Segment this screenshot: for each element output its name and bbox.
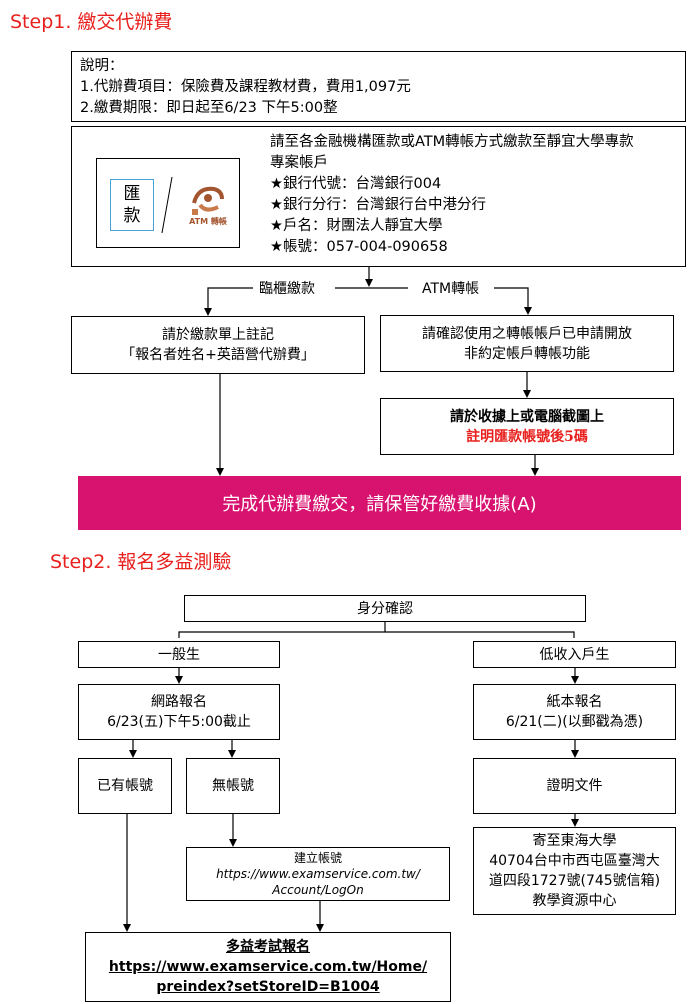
has-account-label: 已有帳號 (97, 778, 153, 794)
account-info-box: 匯款 ATM 轉帳 請至各金融機構匯款或ATM轉帳方式繳款至靜宜大學專款 專案帳… (71, 126, 686, 267)
identity-check-box: 身分確認 (184, 595, 586, 622)
branch-label-counter: 臨櫃繳款 (253, 279, 321, 299)
online-registration-box: 網路報名 6/23(五)下午5:00截止 (78, 684, 280, 740)
create-account-url[interactable]: https://www.examservice.com.tw/ (216, 867, 420, 881)
fee-notes-heading: 說明： (80, 58, 124, 74)
counter-payment-note: 請於繳款單上註記 「報名者姓名+英語營代辦費」 (71, 316, 365, 374)
account-instruction-cont: 專案帳戶 (270, 155, 328, 171)
bank-code: ★銀行代號：台灣銀行004 (270, 176, 442, 192)
mailing-address-line4: 教學資源中心 (532, 893, 617, 909)
no-account-box: 無帳號 (186, 758, 280, 814)
low-income-box: 低收入戶生 (473, 641, 676, 668)
atm-note-line2: 非約定帳戶轉帳功能 (464, 345, 590, 362)
atm-note-line1: 請確認使用之轉帳帳戶已申請開放 (422, 325, 632, 342)
payment-complete-text: 完成代辦費繳交，請保管好繳費收據(A) (222, 494, 537, 515)
online-registration-title: 網路報名 (151, 694, 207, 710)
account-holder: ★戶名：財團法人靜宜大學 (270, 218, 443, 234)
create-account-title: 建立帳號 (293, 851, 342, 865)
fee-notes-deadline: 2.繳費期限：即日起至6/23 下午5:00整 (80, 100, 338, 116)
proof-documents-box: 證明文件 (473, 758, 676, 814)
paper-registration-deadline: 6/21(二)(以郵戳為憑) (505, 714, 644, 730)
paper-registration-box: 紙本報名 6/21(二)(以郵戳為憑) (473, 684, 676, 740)
atm-payment-note: 請確認使用之轉帳帳戶已申請開放 非約定帳戶轉帳功能 (380, 315, 674, 372)
identity-check-label: 身分確認 (357, 600, 413, 617)
mailing-address-box: 寄至東海大學 40704台中市西屯區臺灣大 道四段1727號(745號信箱) 教… (473, 827, 676, 915)
create-account-url-cont[interactable]: Account/LogOn (272, 883, 364, 897)
atm-icon-label: ATM 轉帳 (189, 217, 227, 226)
toeic-registration-link[interactable]: https://www.examservice.com.tw/Home/ (108, 959, 428, 975)
create-account-box: 建立帳號 https://www.examservice.com.tw/ Acc… (186, 847, 450, 901)
mailing-address-line3: 道四段1727號(745號信箱) (488, 873, 661, 889)
mailing-address-line1: 寄至東海大學 (532, 833, 617, 849)
proof-documents-label: 證明文件 (546, 778, 603, 794)
account-details: 請至各金融機構匯款或ATM轉帳方式繳款至靜宜大學專款 專案帳戶 ★銀行代號：台灣… (270, 132, 684, 258)
account-instruction: 請至各金融機構匯款或ATM轉帳方式繳款至靜宜大學專款 (270, 134, 634, 150)
step2-title: Step2. 報名多益測驗 (50, 551, 232, 573)
counter-note-line1: 請於繳款單上註記 (162, 327, 274, 343)
receipt-note-line2: 註明匯款帳號後5碼 (466, 428, 588, 445)
atm-logo-icon (192, 186, 224, 215)
receipt-note: 請於收據上或電腦截圖上 註明匯款帳號後5碼 (380, 398, 674, 455)
mailing-address-line2: 40704台中市西屯區臺灣大 (489, 853, 660, 869)
payment-method-icons: 匯款 ATM 轉帳 (96, 158, 240, 248)
online-registration-deadline: 6/23(五)下午5:00截止 (107, 714, 251, 730)
account-number: ★帳號：057-004-090658 (270, 239, 448, 255)
general-student-box: 一般生 (78, 641, 280, 668)
has-account-box: 已有帳號 (78, 758, 172, 814)
toeic-registration-link-cont[interactable]: preindex?setStoreID=B1004 (156, 979, 380, 995)
general-student-label: 一般生 (158, 646, 200, 663)
toeic-registration-box: 多益考試報名 https://www.examservice.com.tw/Ho… (85, 932, 451, 1002)
counter-note-line2: 「報名者姓名+英語營代辦費」 (121, 347, 315, 363)
receipt-note-line1: 請於收據上或電腦截圖上 (450, 408, 604, 425)
remit-icon: 匯款 (110, 179, 154, 231)
fee-notes-item: 1.代辦費項目：保險費及課程教材費，費用1,097元 (80, 79, 411, 95)
toeic-registration-title: 多益考試報名 (226, 939, 310, 955)
low-income-label: 低收入戶生 (539, 646, 610, 663)
branch-label-atm: ATM轉帳 (416, 279, 486, 299)
payment-complete-banner: 完成代辦費繳交，請保管好繳費收據(A) (78, 476, 681, 530)
fee-notes-box: 說明： 1.代辦費項目：保險費及課程教材費，費用1,097元 2.繳費期限：即日… (71, 51, 686, 122)
bank-branch: ★銀行分行：台灣銀行台中港分行 (270, 197, 486, 213)
step1-title: Step1. 繳交代辦費 (10, 11, 173, 33)
atm-transfer-icon: ATM 轉帳 (179, 177, 237, 233)
slash-divider (161, 176, 173, 234)
no-account-label: 無帳號 (212, 778, 254, 794)
remit-icon-label: 匯款 (123, 184, 141, 226)
paper-registration-title: 紙本報名 (546, 694, 603, 710)
